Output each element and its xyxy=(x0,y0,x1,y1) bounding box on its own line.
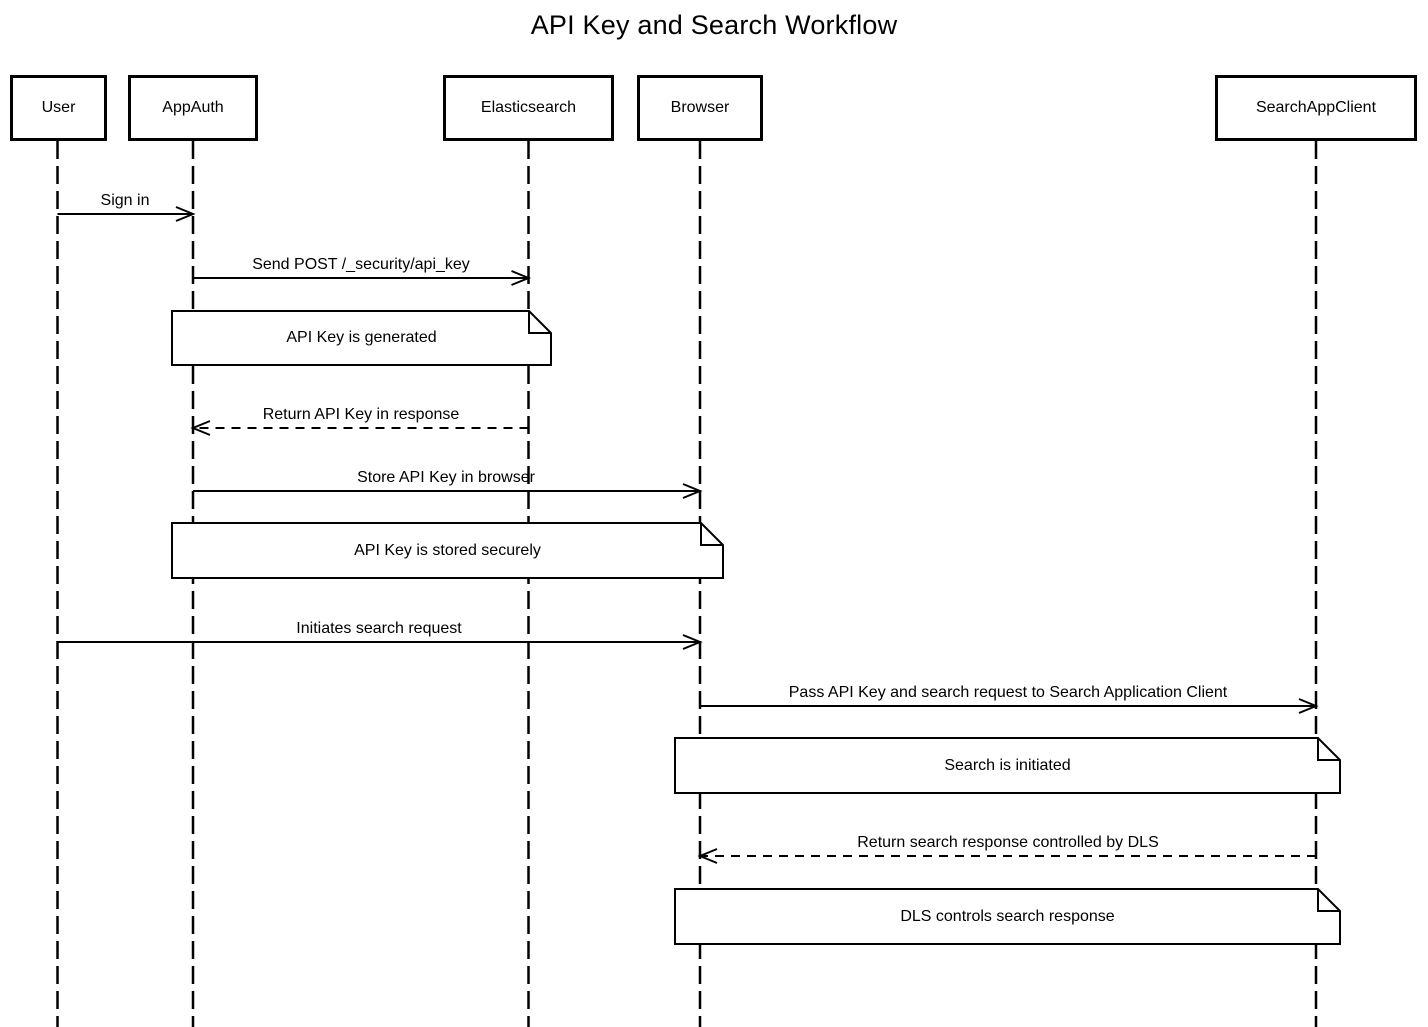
note-text-dls-controls: DLS controls search response xyxy=(900,907,1115,925)
participant-user: User xyxy=(10,75,107,141)
participant-browser: Browser xyxy=(637,75,763,141)
message-label-sign-in: Sign in xyxy=(100,192,150,209)
note-shape-search-initiated xyxy=(674,737,1341,794)
note-text-api-key-generated: API Key is generated xyxy=(286,329,437,346)
note-text-api-key-stored: API Key is stored securely xyxy=(354,541,541,559)
message-label-return-search-response: Return search response controlled by DLS xyxy=(857,834,1159,851)
participant-label: SearchAppClient xyxy=(1255,99,1377,116)
note-shape-dls-controls xyxy=(674,888,1341,945)
note-shape-api-key-stored xyxy=(171,522,724,579)
message-label-initiates-search: Initiates search request xyxy=(296,620,462,637)
participant-label: AppAuth xyxy=(162,99,224,116)
participant-label: Browser xyxy=(670,99,730,116)
participant-appauth: AppAuth xyxy=(128,75,258,141)
message-label-send-post: Send POST /_security/api_key xyxy=(252,256,470,273)
participant-elasticsearch: Elasticsearch xyxy=(443,75,614,141)
note-text-search-initiated: Search is initiated xyxy=(944,756,1071,774)
participant-label: Elasticsearch xyxy=(480,99,577,116)
message-label-return-api-key: Return API Key in response xyxy=(262,406,460,423)
participant-label: User xyxy=(41,99,76,116)
message-label-store-api-key: Store API Key in browser xyxy=(357,469,535,486)
participant-searchappclient: SearchAppClient xyxy=(1215,75,1417,141)
note-shape-api-key-generated xyxy=(171,310,552,366)
diagram-title: API Key and Search Workflow xyxy=(530,10,898,40)
message-label-pass-api-key: Pass API Key and search request to Searc… xyxy=(788,684,1228,701)
